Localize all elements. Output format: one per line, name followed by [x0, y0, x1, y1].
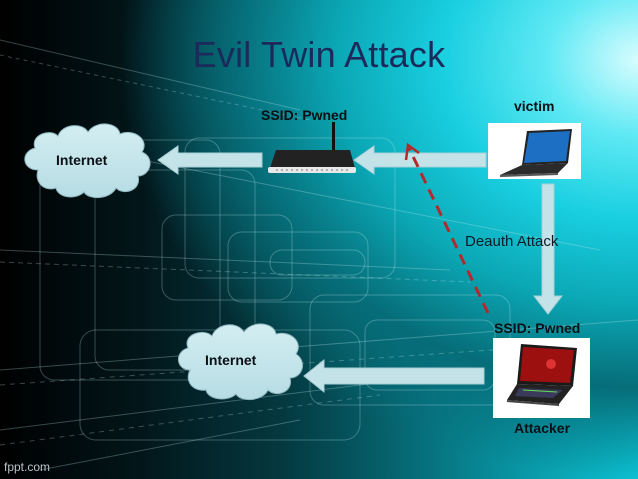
internet-bottom-cloud-icon [178, 323, 304, 400]
slide-title: Evil Twin Attack [192, 34, 446, 75]
arrow-attacker-to-internet [303, 358, 485, 394]
attacker-label: Attacker [514, 420, 571, 436]
footer-brand: fppt.com [4, 460, 51, 474]
arrow-victim-to-attacker [532, 183, 564, 315]
arrow-victim-to-router [353, 145, 487, 175]
arrow-router-to-internet [157, 145, 263, 175]
internet-bottom-label: Internet [205, 352, 257, 368]
deauth-attack-label: Deauth Attack [465, 233, 559, 250]
attacker-ssid-label: SSID: Pwned [494, 320, 581, 336]
internet-top-label: Internet [56, 152, 108, 168]
attacker-laptop-photo [493, 338, 590, 418]
laptop-icon [507, 344, 577, 406]
laptop-icon [500, 129, 572, 177]
internet-top-cloud-icon [24, 123, 151, 198]
victim-label: victim [514, 98, 555, 114]
router-ssid-label: SSID: Pwned [261, 107, 348, 123]
deauth-attack-arrow [404, 142, 490, 314]
wireless-router-icon [268, 122, 356, 173]
victim-laptop-photo [488, 123, 581, 179]
